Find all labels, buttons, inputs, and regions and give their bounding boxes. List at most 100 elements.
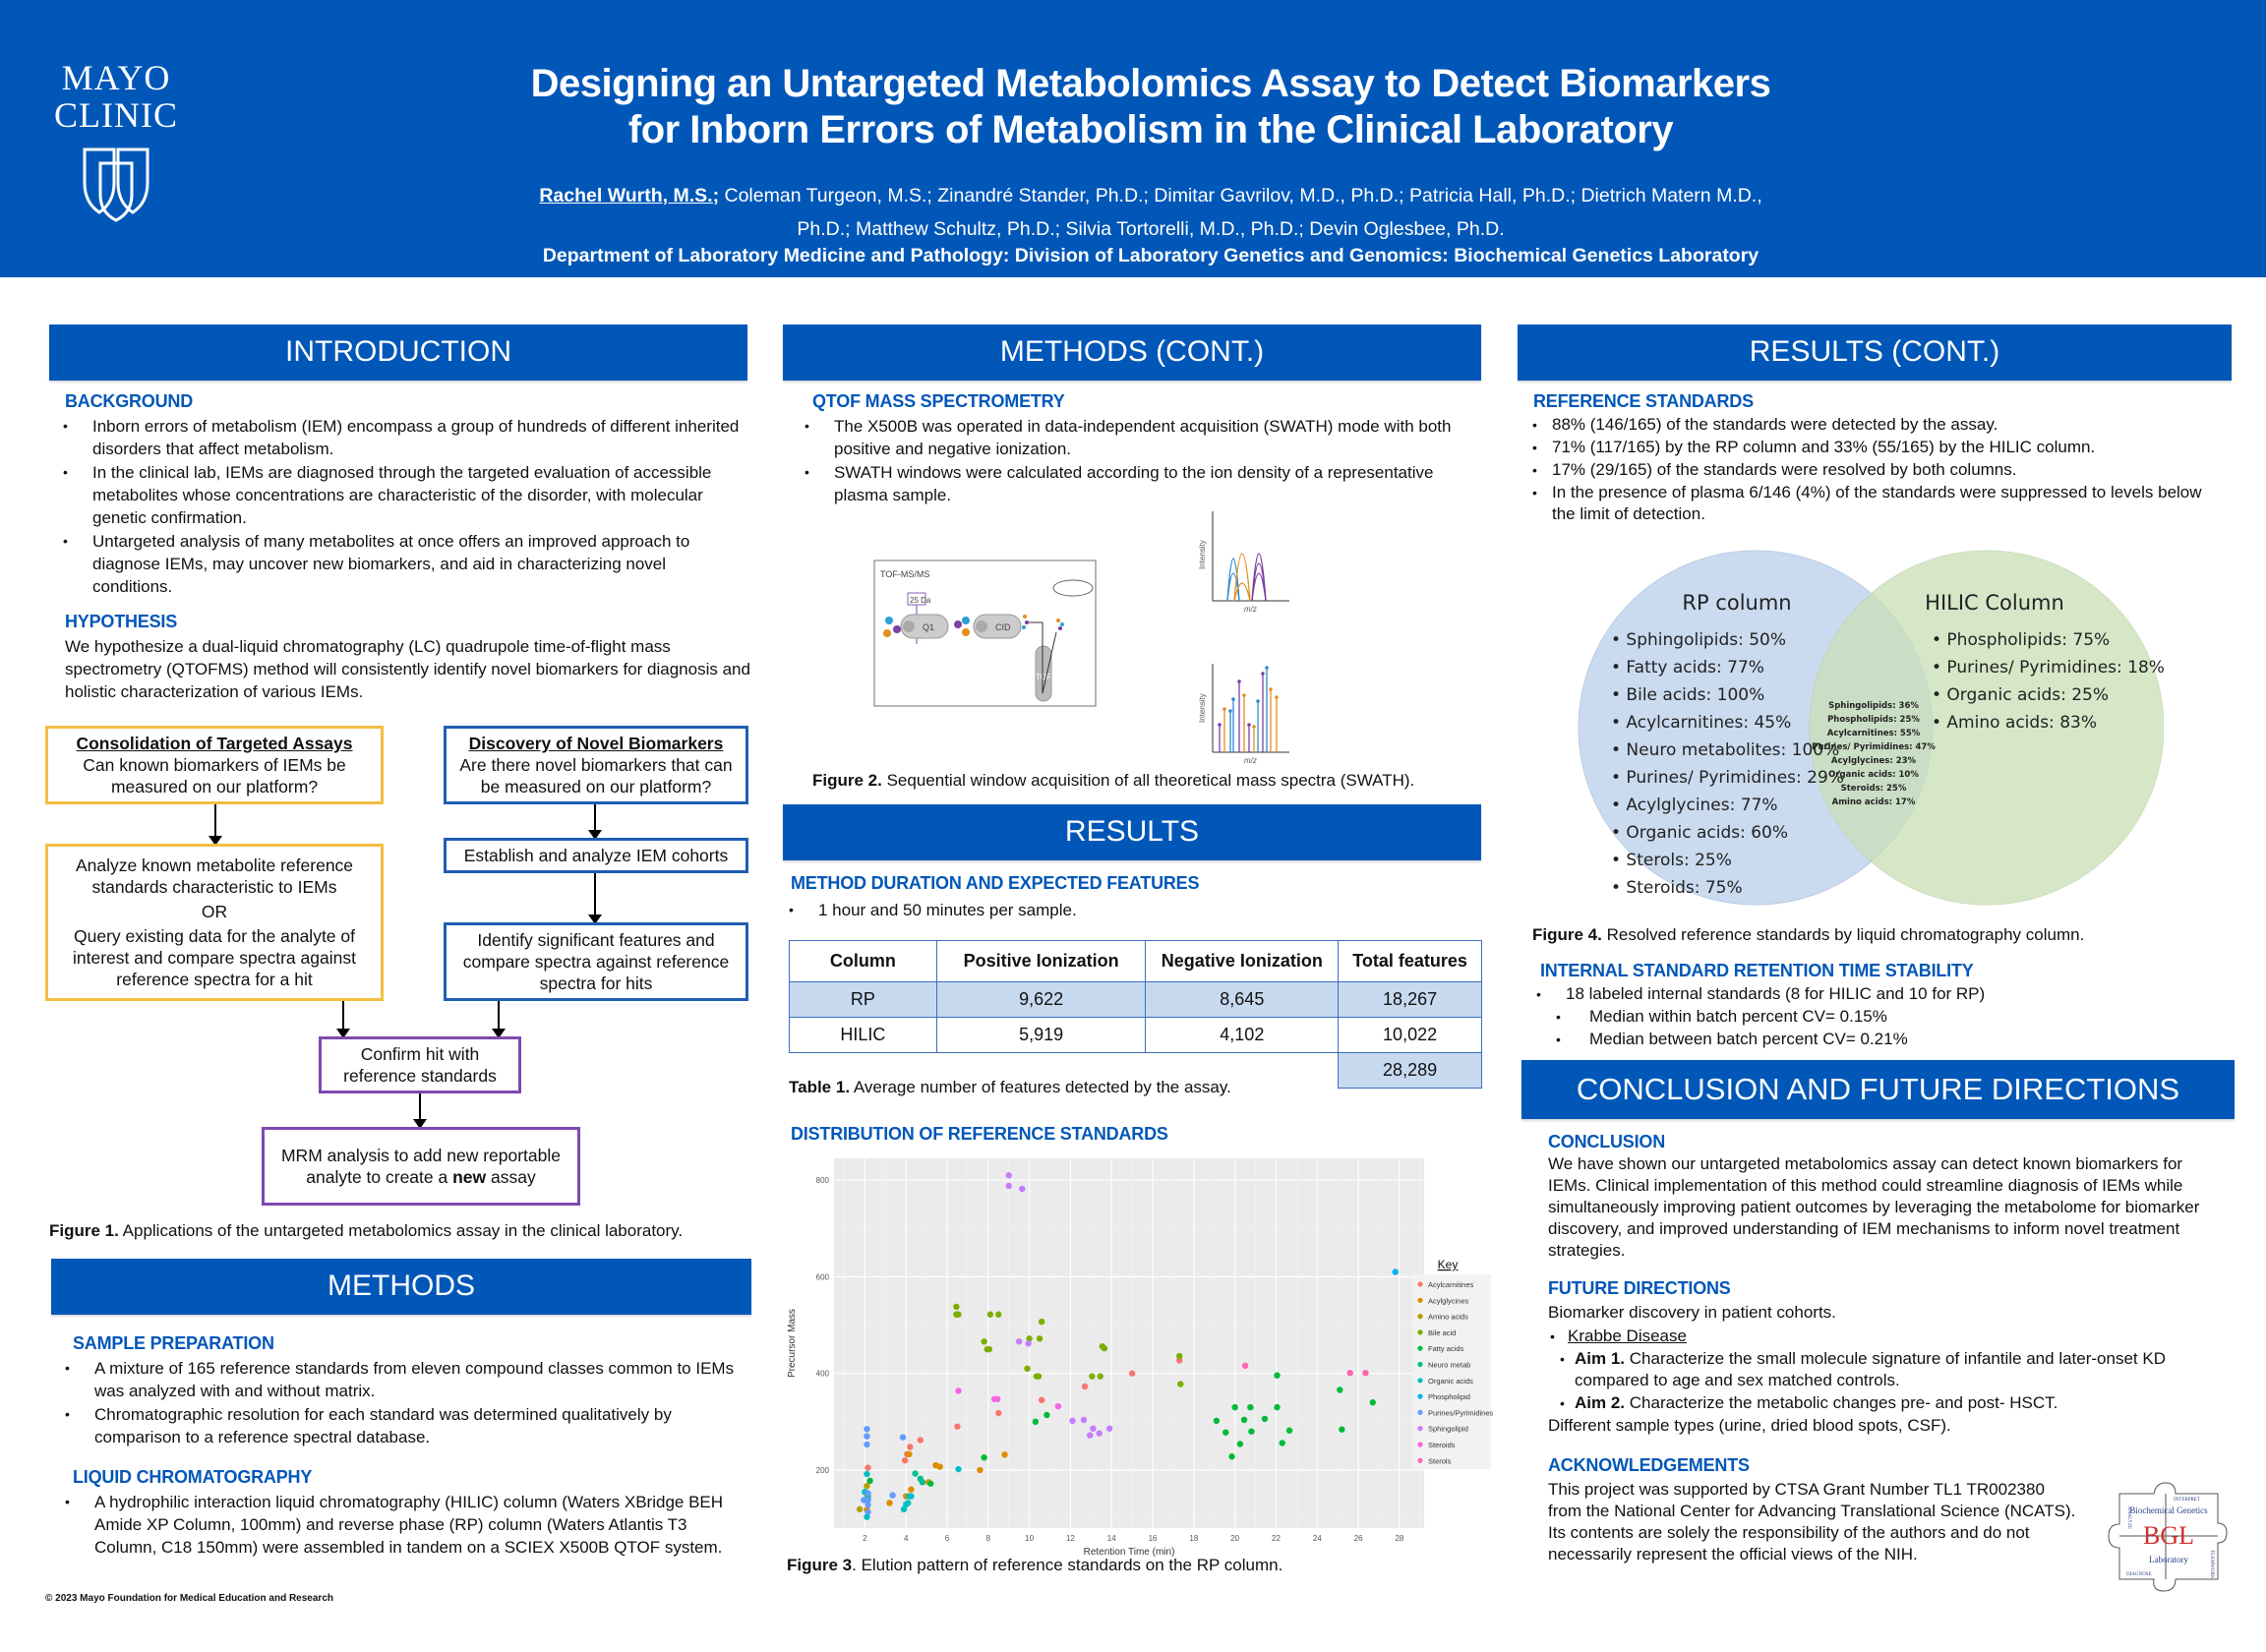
- x-tick-label: 2: [863, 1534, 867, 1543]
- overlap-item: Phospholipids: 25%: [1827, 715, 1920, 725]
- plot-panel: [834, 1158, 1424, 1528]
- mrm-pre: MRM analysis to add new reportable analy…: [280, 1146, 562, 1187]
- data-point-fatty-acids: [1279, 1440, 1285, 1446]
- table-header: Total features: [1338, 940, 1482, 982]
- legend-swatch: [1417, 1329, 1423, 1335]
- data-point-purines-pyrimidines: [864, 1433, 870, 1440]
- y-tick-label: 600: [816, 1272, 830, 1281]
- copyright: © 2023 Mayo Foundation for Medical Educa…: [45, 1593, 333, 1604]
- spectrum-peak: [1275, 695, 1279, 699]
- hypothesis-heading: HYPOTHESIS: [65, 612, 178, 631]
- data-point-amino-acids: [856, 1505, 864, 1513]
- conclusion-banner: CONCLUSION AND FUTURE DIRECTIONS: [1521, 1060, 2235, 1119]
- arrow-down: [588, 873, 602, 924]
- x-tick-label: 8: [986, 1534, 991, 1543]
- data-point-acylcarnitines: [865, 1464, 871, 1471]
- bgl-center: BGL: [2143, 1521, 2194, 1550]
- data-point-organic-acids: [864, 1513, 870, 1520]
- data-point-bile-acid: [981, 1338, 987, 1345]
- krabbe-disease: Krabbe Disease: [1568, 1327, 1687, 1345]
- data-point-sterols: [1346, 1370, 1353, 1377]
- table-cell: 9,622: [935, 981, 1147, 1018]
- data-point-fatty-acids: [1032, 1418, 1040, 1426]
- rp-item: • Fatty acids: 77%: [1611, 658, 1764, 678]
- figure4-caption: Figure 4. Resolved reference standards b…: [1532, 925, 2084, 945]
- table-header: Positive Ionization: [935, 940, 1147, 982]
- data-point-organic-acids: [905, 1500, 912, 1506]
- logo-line1: MAYO: [61, 58, 171, 97]
- list-item: In the clinical lab, IEMs are diagnosed …: [61, 461, 740, 529]
- data-point-steroids: [955, 1387, 962, 1394]
- bgl-logo: BGL Biochemical Genetics Laboratory ANAL…: [2108, 1482, 2228, 1592]
- data-point-acylcarnitines: [995, 1409, 1002, 1417]
- legend-swatch: [1417, 1442, 1423, 1447]
- rp-item: • Sphingolipids: 50%: [1611, 630, 1786, 650]
- future-directions-heading: FUTURE DIRECTIONS: [1548, 1278, 1731, 1298]
- poster-title: Designing an Untargeted Metabolomics Ass…: [433, 61, 1869, 153]
- data-point-fatty-acids: [1236, 1441, 1244, 1447]
- data-point-fatty-acids: [1044, 1411, 1050, 1419]
- cohorts-step: Establish and analyze IEM cohorts: [463, 846, 729, 865]
- legend-label: Acylcarnitines: [1428, 1280, 1474, 1289]
- table1-label: Table 1.: [789, 1078, 851, 1096]
- list-item: 1 hour and 50 minutes per sample.: [787, 899, 1465, 921]
- data-point-acylglycines: [936, 1463, 943, 1470]
- legend-label: Amino acids: [1428, 1313, 1468, 1322]
- features-table: Column Positive Ionization Negative Ioni…: [789, 940, 1482, 1089]
- distribution-heading: DISTRIBUTION OF REFERENCE STANDARDS: [791, 1124, 1168, 1144]
- cid-cell: [973, 614, 1022, 639]
- methods-cont-banner: METHODS (CONT.): [783, 324, 1481, 381]
- bgl-arc-top: Biochemical Genetics: [2129, 1505, 2208, 1515]
- list-item: 18 labeled internal standards (8 for HIL…: [1534, 983, 2223, 1005]
- data-point-organic-acids: [864, 1470, 870, 1478]
- list-item: 17% (29/165) of the standards were resol…: [1530, 459, 2229, 481]
- q1-opening: [903, 620, 915, 632]
- future-outro: Different sample types (urine, dried blo…: [1548, 1416, 1951, 1435]
- data-point-bile-acid: [1036, 1335, 1044, 1342]
- cid-label: CID: [995, 622, 1011, 632]
- identify-step: Identify significant features and compar…: [462, 930, 730, 993]
- arrow-down: [413, 1093, 427, 1129]
- plot-points: [856, 1172, 1399, 1520]
- table-cell: 4,102: [1145, 1017, 1340, 1053]
- identify-features-box: Identify significant features and compar…: [444, 922, 748, 1001]
- qtof-heading: QTOF MASS SPECTROMETRY: [812, 391, 1065, 411]
- internal-standard-list: 18 labeled internal standards (8 for HIL…: [1534, 983, 2223, 1005]
- list-item: Untargeted analysis of many metabolites …: [61, 530, 740, 598]
- overlap-item: Acylcarnitines: 55%: [1827, 729, 1921, 738]
- data-point-amino-acids: [864, 1483, 870, 1490]
- data-point-acylglycines: [908, 1486, 915, 1493]
- table-cell: 10,022: [1338, 1017, 1482, 1053]
- data-point-sterols: [1362, 1370, 1369, 1377]
- future-list: Krabbe Disease: [1548, 1326, 2227, 1347]
- overlap-item: Amino acids: 17%: [1832, 797, 1916, 807]
- data-point-sphingolipid: [1025, 1340, 1032, 1347]
- results-cont-banner: RESULTS (CONT.): [1518, 324, 2232, 381]
- discovery-title: Discovery of Novel Biomarkers: [468, 734, 724, 753]
- author-list: Rachel Wurth, M.S.; Coleman Turgeon, M.S…: [433, 179, 1869, 246]
- hilic-item: • Amino acids: 83%: [1932, 713, 2097, 733]
- tof-label: TOF: [1036, 673, 1051, 681]
- conclusion-text: We have shown our untargeted metabolomic…: [1548, 1154, 2200, 1260]
- bgl-word: INTERPRET: [2174, 1498, 2200, 1503]
- data-point-fatty-acids: [1213, 1417, 1221, 1425]
- spectrum-peak: [1261, 672, 1265, 676]
- results-banner: RESULTS: [783, 804, 1481, 860]
- analyze-or: OR: [201, 902, 228, 921]
- background-heading: BACKGROUND: [65, 391, 193, 411]
- intensity-label-top: Intensity: [1198, 540, 1207, 569]
- analyze-standards-box: Analyze known metabolite reference stand…: [45, 844, 384, 1001]
- x-tick-label: 26: [1354, 1534, 1363, 1543]
- list-item: 71% (117/165) by the RP column and 33% (…: [1530, 437, 2229, 458]
- table-cell: 8,645: [1145, 981, 1340, 1018]
- x-tick-label: 12: [1066, 1534, 1075, 1543]
- data-point-fatty-acids: [1339, 1426, 1345, 1433]
- data-point-fatty-acids: [1228, 1453, 1235, 1460]
- overlap-item: Acylglycines: 23%: [1831, 756, 1917, 766]
- legend-label: Steroids: [1428, 1441, 1456, 1449]
- legend-label: Neuro metab: [1428, 1361, 1470, 1370]
- spectrum-peak: [1228, 709, 1232, 713]
- data-point-steroids: [1054, 1402, 1062, 1410]
- spectrum-peak: [1256, 699, 1260, 703]
